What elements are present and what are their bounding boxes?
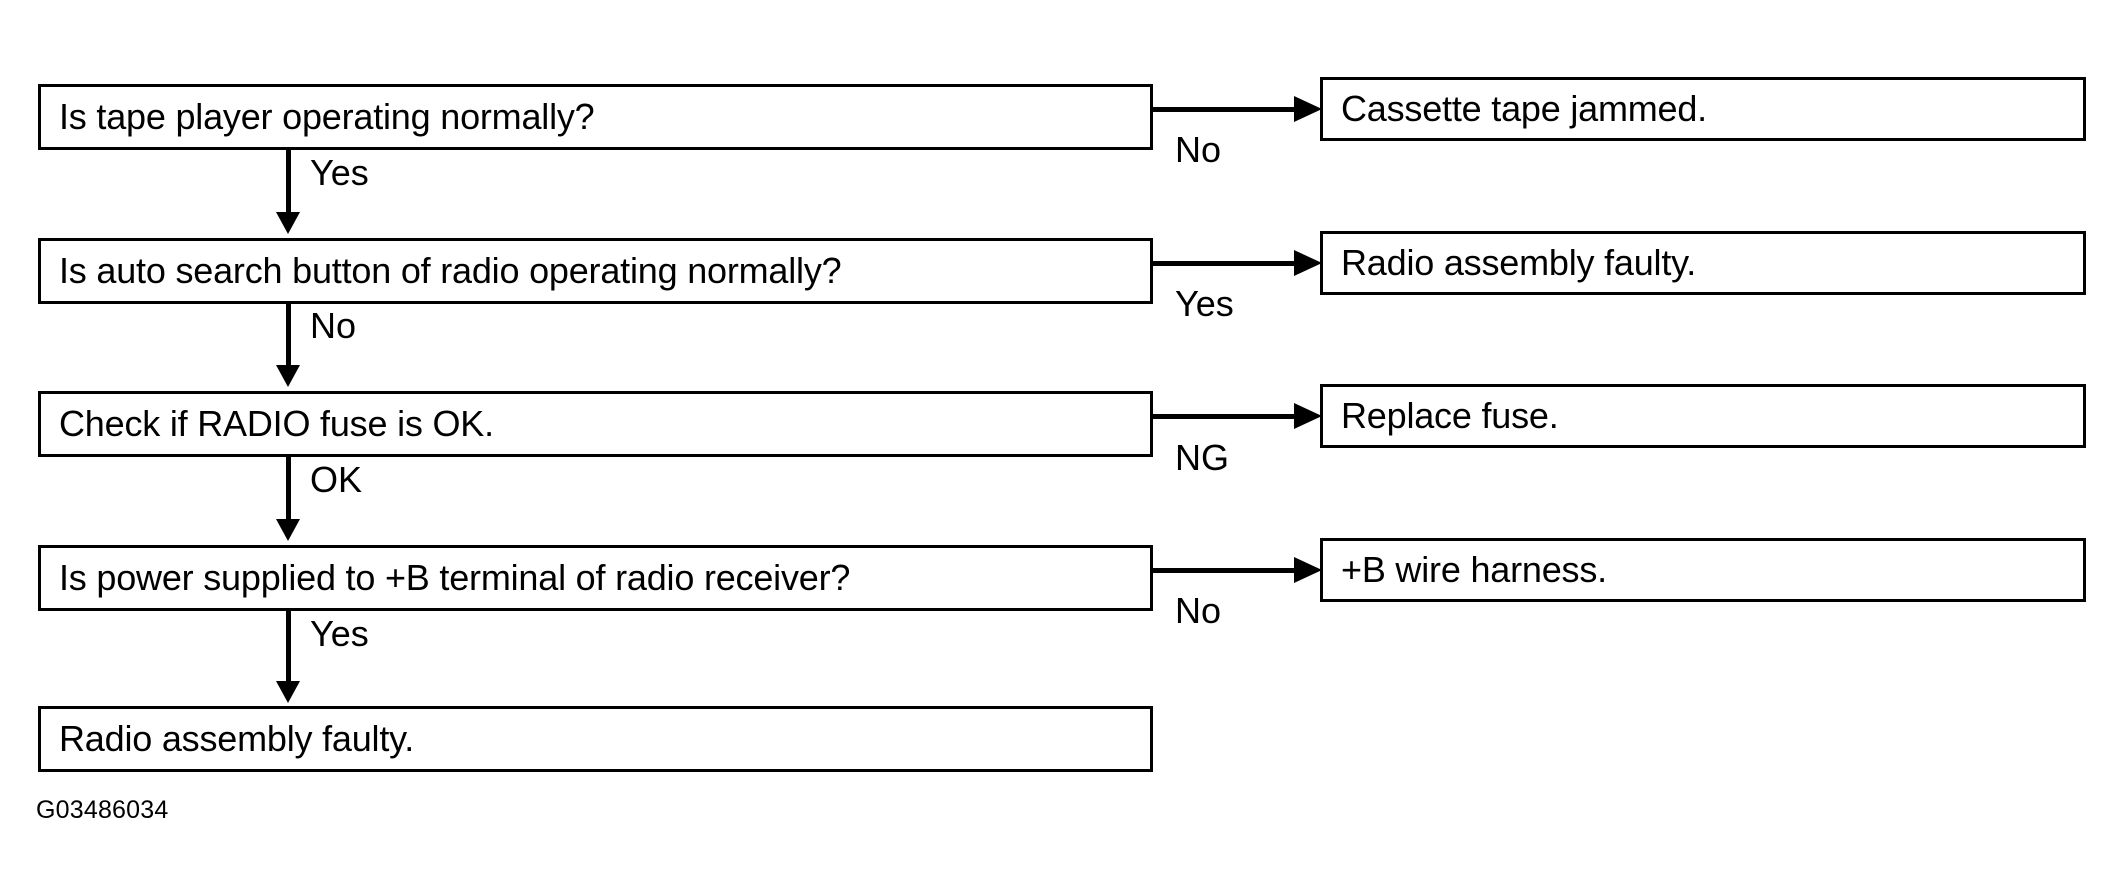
branch-line-step-3 <box>1153 414 1305 419</box>
flow-arrowhead-step-3-to-4 <box>276 519 300 541</box>
flow-line-step-2-to-3 <box>286 304 291 367</box>
flow-arrowhead-step-4-to-5 <box>276 681 300 703</box>
branch-arrowhead-step-3 <box>1294 403 1322 429</box>
flow-label-step-1-to-2: Yes <box>310 152 369 193</box>
branch-label-step-2: Yes <box>1175 283 1234 324</box>
decision-box-step-4: Is power supplied to +B terminal of radi… <box>38 545 1153 611</box>
flow-label-step-4-to-5: Yes <box>310 613 369 654</box>
result-box-step-4: +B wire harness. <box>1320 538 2086 602</box>
flow-line-step-3-to-4 <box>286 457 291 521</box>
flow-line-step-4-to-5 <box>286 611 291 683</box>
result-box-step-5: Radio assembly faulty. <box>38 706 1153 772</box>
branch-line-step-4 <box>1153 568 1305 573</box>
branch-line-step-2 <box>1153 261 1305 266</box>
result-box-step-3: Replace fuse. <box>1320 384 2086 448</box>
branch-line-step-1 <box>1153 107 1305 112</box>
decision-box-step-3: Check if RADIO fuse is OK. <box>38 391 1153 457</box>
result-box-step-2: Radio assembly faulty. <box>1320 231 2086 295</box>
decision-box-step-2: Is auto search button of radio operating… <box>38 238 1153 304</box>
branch-label-step-4: No <box>1175 590 1222 631</box>
flow-label-step-3-to-4: OK <box>310 459 363 500</box>
flow-arrowhead-step-2-to-3 <box>276 365 300 387</box>
figure-code-label: G03486034 <box>36 796 169 824</box>
branch-label-step-1: No <box>1175 129 1222 170</box>
branch-label-step-3: NG <box>1175 437 1229 478</box>
flow-line-step-1-to-2 <box>286 150 291 214</box>
result-box-step-1: Cassette tape jammed. <box>1320 77 2086 141</box>
branch-arrowhead-step-1 <box>1294 96 1322 122</box>
decision-box-step-1: Is tape player operating normally? <box>38 84 1153 150</box>
branch-arrowhead-step-4 <box>1294 557 1322 583</box>
flow-arrowhead-step-1-to-2 <box>276 212 300 234</box>
flow-label-step-2-to-3: No <box>310 305 357 346</box>
branch-arrowhead-step-2 <box>1294 250 1322 276</box>
